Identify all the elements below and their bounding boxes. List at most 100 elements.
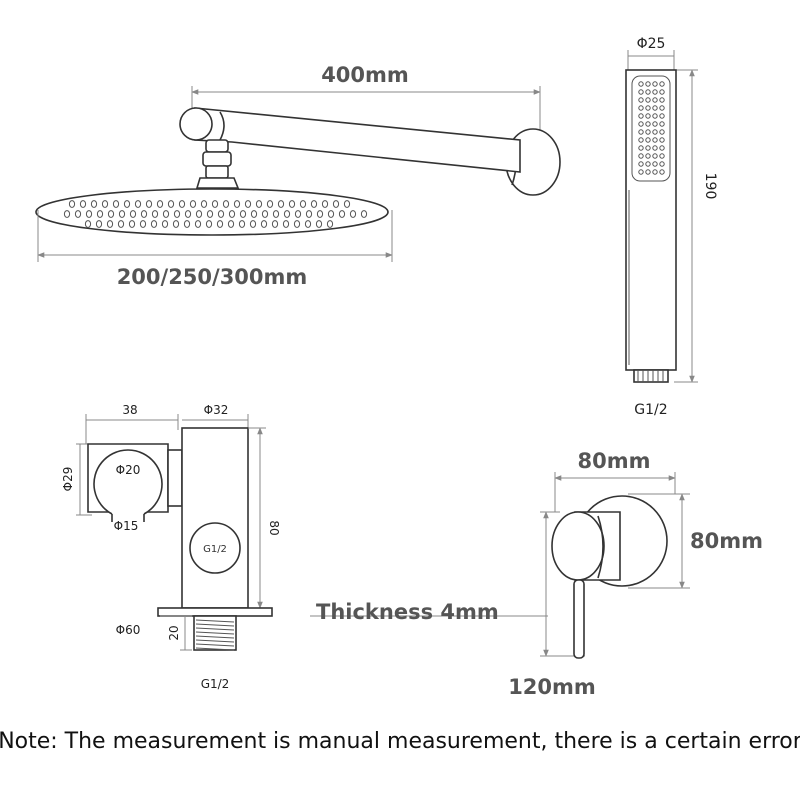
shower-nozzle [310,200,318,208]
outlet-diameter-label: Φ32 [204,403,229,417]
shower-nozzle [150,220,158,228]
hand-nozzle [645,169,651,175]
hand-nozzle [659,121,665,127]
outlet-thread-label: G1/2 [203,544,227,555]
shower-nozzle [68,200,76,208]
hand-nozzle [645,145,651,151]
shower-nozzle [84,220,92,228]
shower-nozzle [260,220,268,228]
hand-nozzle [645,121,651,127]
shower-nozzle [173,210,181,218]
arm-length-label: 400mm [321,63,409,87]
shower-nozzle [227,220,235,228]
hand-nozzle [645,97,651,103]
shower-nozzle [316,210,324,218]
shower-nozzle [128,220,136,228]
thickness-label: Thickness 4mm [316,600,499,624]
hand-nozzle [638,145,644,151]
shower-nozzle [349,210,357,218]
hand-shower-nozzles [638,81,665,175]
shower-nozzle [250,210,258,218]
shower-nozzle [294,210,302,218]
hand-nozzle [638,121,644,127]
holder-width-label: 38 [122,403,137,417]
shower-nozzle [217,210,225,218]
shower-nozzle [315,220,323,228]
outlet-body [181,427,249,609]
hook-height-label: Φ29 [61,467,75,492]
rain-shower-head: 400mm 200/250/300mm [35,63,561,289]
shower-nozzle [277,200,285,208]
shower-nozzle [95,220,103,228]
hand-nozzle [659,97,665,103]
hand-nozzle [659,129,665,135]
shower-nozzle [106,220,114,228]
shower-nozzle [244,200,252,208]
mixer-lever [573,579,585,659]
shower-nozzle [161,220,169,228]
bottom-thread-label: G1/2 [201,677,230,691]
thread-line [195,647,235,651]
shower-nozzle [178,200,186,208]
shower-nozzle [162,210,170,218]
shower-nozzle [134,200,142,208]
hand-nozzle [645,161,651,167]
hand-nozzle [645,81,651,87]
hand-nozzle [638,137,644,143]
shower-nozzle [239,210,247,218]
shower-nozzle [90,200,98,208]
shower-nozzle [205,220,213,228]
shower-nozzle [343,200,351,208]
shower-nozzle [216,220,224,228]
hand-nozzle [652,145,658,151]
hand-nozzle [652,137,658,143]
hand-nozzle [638,113,644,119]
head-diameter-label: 200/250/300mm [117,265,308,289]
hand-nozzle [652,81,658,87]
shower-nozzle [123,200,131,208]
shower-nozzle [283,210,291,218]
hook-ring [93,449,163,515]
thread-line [195,635,235,639]
hand-nozzle [652,97,658,103]
thread-line [195,639,235,643]
shower-nozzle [118,210,126,218]
hand-nozzle [638,129,644,135]
thread-line [195,619,235,623]
shower-nozzle [117,220,125,228]
shower-nozzle [156,200,164,208]
thread-line [195,623,235,627]
shower-nozzle [172,220,180,228]
shower-nozzle [222,200,230,208]
shower-nozzle [183,220,191,228]
shower-nozzle [63,210,71,218]
hand-nozzle [652,121,658,127]
hand-nozzle [645,113,651,119]
hand-nozzle [659,81,665,87]
hand-nozzle [645,89,651,95]
thread-line [195,627,235,631]
hand-nozzle [652,153,658,159]
wall-outlet-holder: 38 Φ32 Φ29 Φ20 Φ15 G1/2 80 [61,403,281,691]
hand-shower: Φ25 190 G1/2 [625,36,718,418]
shower-nozzle [238,220,246,228]
shower-nozzle [321,200,329,208]
hand-length-label: 190 [702,173,718,200]
shower-nozzle [293,220,301,228]
shower-nozzle [288,200,296,208]
shower-nozzle [272,210,280,218]
shower-nozzle [249,220,257,228]
shower-nozzle [194,220,202,228]
shower-nozzle [206,210,214,218]
shower-nozzle [101,200,109,208]
hand-nozzle [652,89,658,95]
wall-mixer: 80mm 80mm 120mm Thickness 4mm [310,449,763,699]
measurement-note: Note: The measurement is manual measurem… [0,729,800,754]
shower-arm [179,107,521,173]
hand-nozzle [638,97,644,103]
shower-nozzle [305,210,313,218]
shower-nozzle [140,210,148,218]
outlet-flange [157,607,273,617]
hand-nozzle [645,153,651,159]
